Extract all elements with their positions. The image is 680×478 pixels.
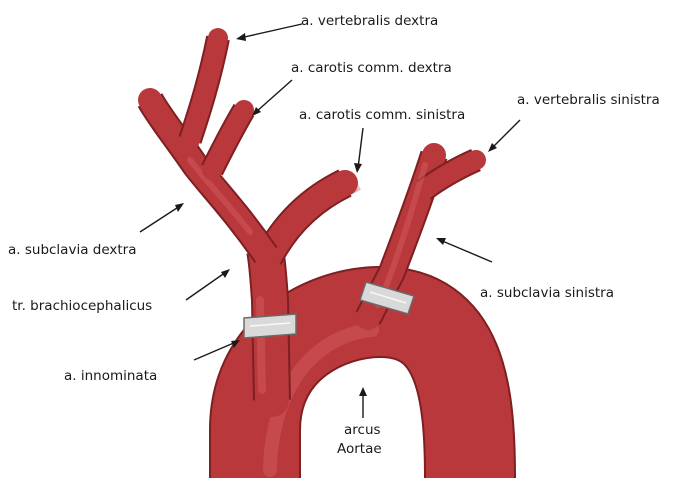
label-vertebralis-dextra: a. vertebralis dextra xyxy=(301,13,438,29)
label-carotis-comm-sinistra: a. carotis comm. sinistra xyxy=(299,107,465,123)
clip-innominata xyxy=(244,314,296,338)
right-carotid-dextra-branch xyxy=(212,110,244,170)
label-innominata: a. innominata xyxy=(64,368,157,384)
label-vertebralis-sinistra: a. vertebralis sinistra xyxy=(517,92,660,108)
label-subclavia-dextra: a. subclavia dextra xyxy=(8,242,137,258)
label-subclavia-sinistra: a. subclavia sinistra xyxy=(480,285,614,301)
label-tr-brachiocephalicus: tr. brachiocephalicus xyxy=(12,298,152,314)
label-carotis-comm-dextra: a. carotis comm. dextra xyxy=(291,60,452,76)
right-carotid-sinistra-branch xyxy=(268,178,355,258)
label-arcus: arcus xyxy=(344,422,381,438)
label-aortae: Aortae xyxy=(337,441,382,457)
right-vertebral-branch xyxy=(190,38,218,140)
